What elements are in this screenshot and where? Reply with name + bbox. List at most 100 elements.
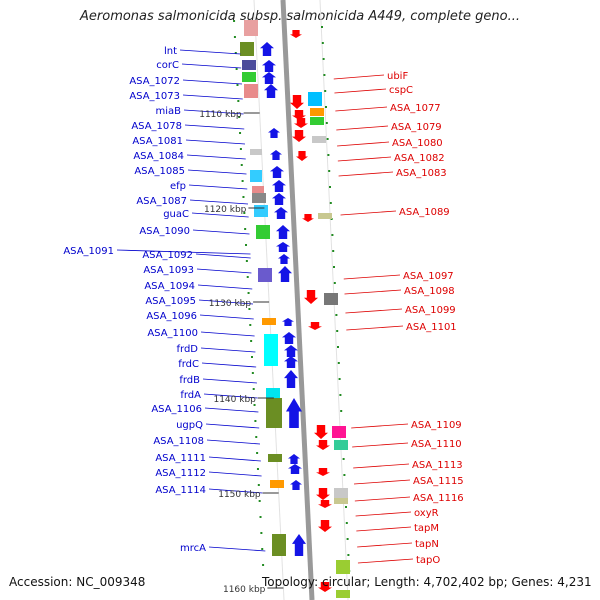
gene-feature-box [334, 488, 348, 498]
ring-tick [261, 548, 264, 550]
reverse-gene-arrow [314, 425, 328, 439]
leader-line [346, 325, 404, 331]
leader-line [195, 253, 251, 259]
gene-feature-box [250, 170, 262, 182]
gene-label-right: ASA_1101 [406, 322, 457, 333]
forward-gene-arrow [268, 128, 280, 138]
ring-tick [249, 324, 252, 326]
gene-label-right: oxyR [414, 508, 439, 519]
forward-gene-arrow [260, 42, 274, 56]
leader-line [208, 546, 266, 552]
leader-line [198, 299, 254, 305]
gene-label-left: guaC [163, 209, 189, 220]
leader-line [206, 439, 261, 445]
leader-line [191, 212, 249, 218]
ring-tick [235, 68, 238, 70]
reverse-gene-arrow [290, 95, 304, 109]
map-title: Aeromonas salmonicida subsp. salmonicida… [80, 9, 520, 24]
gene-label-left: ASA_1112 [155, 468, 206, 479]
ring-tick [335, 314, 338, 316]
ring-tick [333, 266, 335, 268]
ring-tick [234, 52, 237, 54]
forward-gene-arrow [274, 207, 288, 219]
leader-line [334, 88, 387, 94]
gene-label-left: ASA_1081 [132, 136, 183, 147]
gene-label-right: ASA_1115 [413, 476, 464, 487]
gene-label-right: ASA_1079 [391, 122, 442, 133]
ring-tick [239, 132, 242, 134]
gene-feature-box [318, 213, 332, 219]
leader-line [208, 471, 262, 477]
leader-line [337, 156, 392, 162]
leader-line [196, 268, 252, 274]
gene-feature-box [334, 498, 348, 504]
ring-tick [342, 458, 345, 460]
ring-tick [243, 212, 246, 214]
gene-label-left: efp [170, 181, 186, 192]
forward-gene-arrow [284, 356, 298, 368]
ring-tick [259, 516, 262, 518]
forward-gene-arrow [290, 480, 302, 490]
leader-line [192, 229, 250, 235]
gene-label-left: ASA_1084 [133, 151, 184, 162]
gene-label-left: frdC [178, 359, 199, 370]
ring-tick [245, 244, 248, 246]
leader-line [338, 171, 394, 177]
ring-tick [253, 404, 256, 406]
gene-feature-box [258, 268, 272, 282]
ring-tick [323, 74, 326, 76]
leader-line [202, 378, 257, 384]
ring-tick [328, 170, 331, 172]
reverse-gene-arrow [292, 130, 306, 142]
gene-feature-box [244, 20, 258, 36]
gene-feature-box [266, 388, 280, 398]
leader-line [345, 308, 403, 314]
reverse-gene-arrow [316, 488, 330, 500]
gene-label-right: ubiF [387, 71, 408, 82]
ring-tick [239, 148, 242, 150]
gene-label-left: ASA_1100 [147, 328, 198, 339]
leader-line [184, 124, 245, 130]
gene-feature-box [240, 42, 254, 56]
forward-gene-arrow [292, 534, 306, 556]
ring-tick [325, 106, 327, 108]
gene-label-left: ASA_1114 [155, 485, 206, 496]
forward-gene-arrow [282, 332, 296, 344]
gene-feature-box [336, 560, 350, 574]
forward-gene-arrow [284, 370, 298, 388]
leader-line [351, 423, 409, 429]
gene-label-right: ASA_1077 [390, 103, 441, 114]
ring-tick [233, 20, 236, 22]
gene-feature-box [324, 293, 338, 305]
gene-feature-box [270, 480, 284, 488]
leader-line [357, 542, 413, 548]
leader-line [182, 94, 243, 100]
ring-tick [254, 420, 257, 422]
ring-tick [322, 58, 325, 60]
ring-tick [345, 522, 348, 524]
inner-ring-left [253, 0, 285, 600]
gene-feature-box [262, 318, 276, 325]
kbp-label: 1110 kbp [199, 110, 242, 120]
reverse-gene-arrow [294, 118, 308, 128]
leader-line [188, 184, 248, 190]
gene-feature-box [332, 426, 346, 438]
ring-tick [242, 196, 245, 198]
gene-feature-box [244, 84, 258, 98]
forward-gene-arrow [262, 72, 276, 84]
leader-line [187, 169, 247, 175]
gene-label-right: ASA_1110 [411, 439, 462, 450]
forward-gene-arrow [278, 254, 290, 264]
leader-line [355, 511, 412, 517]
forward-gene-arrow [270, 150, 282, 160]
gene-label-left: ASA_1096 [146, 311, 197, 322]
gene-label-left: ASA_1111 [155, 453, 206, 464]
gene-label-left: ASA_1085 [134, 166, 185, 177]
leader-line [203, 393, 258, 399]
ring-tick [237, 100, 240, 102]
gene-label-left: ASA_1091 [63, 246, 114, 257]
gene-label-left: ASA_1095 [145, 296, 196, 307]
ring-tick [329, 202, 332, 204]
leader-line [354, 496, 411, 502]
